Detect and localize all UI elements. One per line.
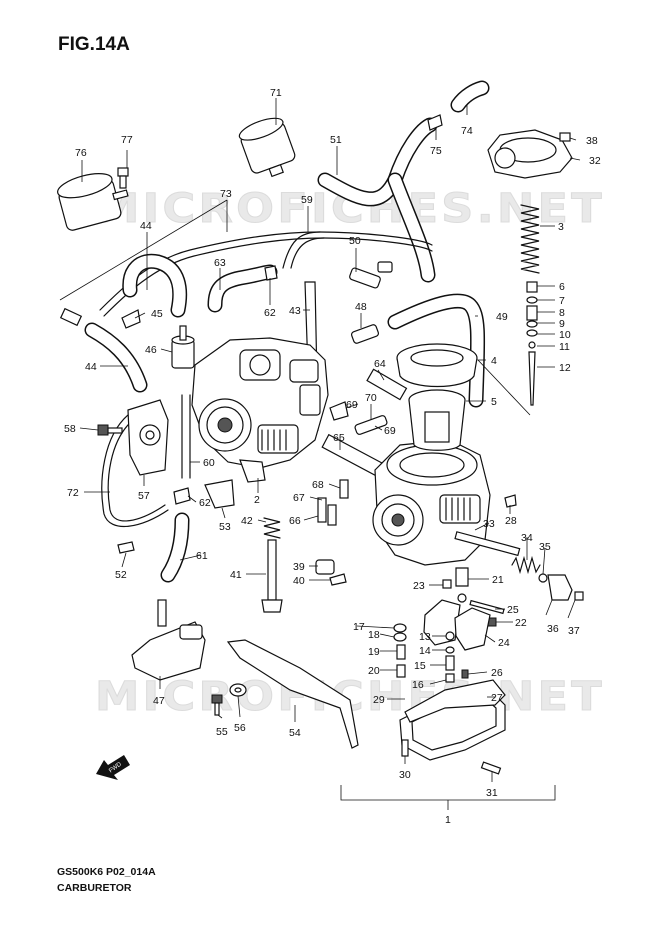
callout-18: 18 [368,629,380,641]
callout-47: 47 [153,695,165,707]
callout-57: 57 [138,490,150,502]
callout-59: 59 [301,194,313,206]
callout-61: 61 [196,550,208,562]
callout-23: 23 [413,580,425,592]
watermark-top: MICROFICHES.NET [95,186,605,232]
callout-30: 30 [399,769,411,781]
callout-52: 52 [115,569,127,581]
callout-77: 77 [121,134,133,146]
callout-21: 21 [492,574,504,586]
leader-lines [59,98,581,782]
diagram-code: GS500K6 P02_014A [57,866,156,878]
callout-62b: 62 [199,497,211,509]
callout-56: 56 [234,722,246,734]
callout-13: 13 [419,631,431,643]
callout-34: 34 [521,532,533,544]
callout-27: 27 [491,692,503,704]
callout-24: 24 [498,637,510,649]
callout-69a: 69 [346,399,358,411]
callout-45: 45 [151,308,163,320]
callout-39: 39 [293,561,305,573]
callout-48: 48 [355,301,367,313]
callout-51: 51 [330,134,342,146]
callout-75: 75 [430,145,442,157]
callout-1: 1 [445,814,451,826]
callout-74: 74 [461,125,473,137]
carburetor-right [372,439,521,566]
callout-71: 71 [270,87,282,99]
callout-66: 66 [289,515,301,527]
small-fittings [329,114,584,775]
bracket-part-1 [340,785,556,810]
callout-60: 60 [203,457,215,469]
callout-54: 54 [289,727,301,739]
callout-10: 10 [559,329,571,341]
callout-9: 9 [559,318,565,330]
callout-7: 7 [559,295,565,307]
callout-49: 49 [496,311,508,323]
callout-8: 8 [559,307,565,319]
callout-42: 42 [241,515,253,527]
figure-title: FIG.14A [58,34,130,55]
callout-44a: 44 [140,220,152,232]
callout-28: 28 [505,515,517,527]
callout-38: 38 [586,135,598,147]
callout-76: 76 [75,147,87,159]
callout-72: 72 [67,487,79,499]
callout-64: 64 [374,358,386,370]
callout-26: 26 [491,667,503,679]
callout-6: 6 [559,281,565,293]
callout-labels: 71 74 51 75 77 76 38 32 73 59 3 44 63 50… [64,87,601,826]
callout-19: 19 [368,646,380,658]
callout-40: 40 [293,575,305,587]
callout-46: 46 [145,344,157,356]
callout-22: 22 [515,617,527,629]
callout-14: 14 [419,645,431,657]
callout-25: 25 [507,604,519,616]
callout-55: 55 [216,726,228,738]
callout-53: 53 [219,521,231,533]
callout-50: 50 [349,235,361,247]
callout-58: 58 [64,423,76,435]
callout-31: 31 [486,787,498,799]
callout-69b: 69 [384,425,396,437]
callout-67: 67 [293,492,305,504]
callout-3: 3 [558,221,564,233]
diagram-caption: CARBURETOR [57,882,132,894]
callout-11: 11 [559,341,570,353]
callout-32: 32 [589,155,601,167]
callout-73: 73 [220,188,232,200]
callout-29: 29 [373,694,385,706]
callout-4: 4 [491,355,497,367]
callout-16: 16 [412,679,424,691]
callout-44b: 44 [85,361,97,373]
callout-35: 35 [539,541,551,553]
callout-36: 36 [547,623,559,635]
callout-41: 41 [230,569,242,581]
callout-65: 65 [333,432,345,444]
left-components [57,117,359,749]
callout-62a: 62 [264,307,276,319]
callout-70: 70 [365,392,377,404]
vacuum-piston-assembly [396,129,573,451]
callout-37: 37 [568,625,580,637]
callout-33: 33 [483,518,495,530]
callout-5: 5 [491,396,497,408]
callout-43: 43 [289,305,301,317]
callout-17: 17 [353,621,365,633]
callout-68: 68 [312,479,324,491]
callout-2: 2 [254,494,260,506]
callout-15: 15 [414,660,426,672]
fwd-arrow: FWD [96,755,130,780]
carburetor-left [191,337,329,483]
callout-20: 20 [368,665,380,677]
callout-63: 63 [214,257,226,269]
callout-12: 12 [559,362,571,374]
